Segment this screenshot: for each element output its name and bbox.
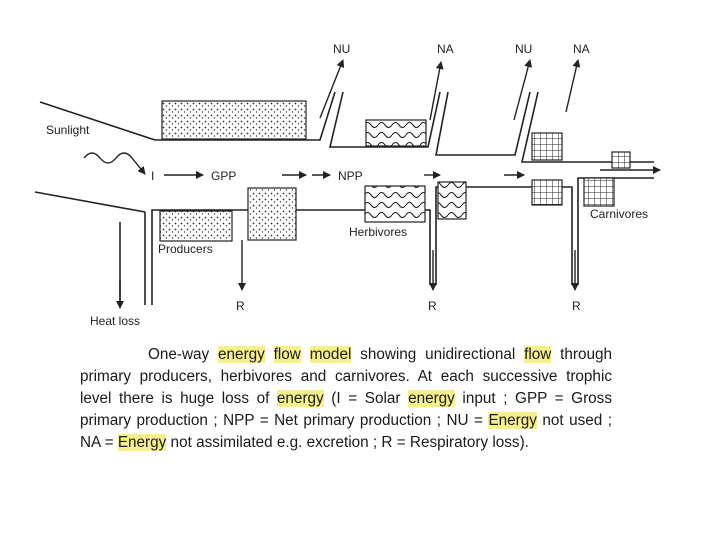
caption-highlight: flow (273, 346, 301, 363)
caption-text: through primary producers, herbivores an… (80, 346, 613, 407)
herbivores-label: Herbivores (349, 225, 407, 239)
caption-text: not assimilated e.g. excretion ; R = Res… (166, 434, 529, 451)
gpp-label: GPP (211, 169, 236, 183)
carnivores-box-end (611, 151, 631, 169)
heat-loss-label: Heat loss (90, 314, 140, 328)
na-label-1: NA (437, 42, 454, 56)
caption-highlight: model (309, 346, 352, 363)
herbivores-box-side (437, 181, 467, 220)
herbivores-box-top (365, 119, 427, 147)
nu-1-arrow (319, 59, 345, 119)
caption-text: showing unidirectional (351, 346, 525, 363)
carnivores-label: Carnivores (590, 207, 648, 221)
na-2-arrow (565, 59, 581, 113)
caption-highlight: Energy (117, 434, 167, 451)
producers-label: Producers (158, 242, 213, 256)
caption-highlight: Energy (488, 412, 537, 429)
caption-highlight: flow (524, 346, 552, 363)
caption-highlight: energy (408, 390, 455, 407)
flow-channel (34, 91, 654, 305)
caption-highlight: energy (218, 346, 265, 363)
producers-box-bottom (159, 210, 233, 242)
r-label-1: R (236, 299, 245, 313)
carnivores-box-bottom (531, 179, 563, 206)
producers-box-top (161, 100, 307, 140)
npp-label: NPP (338, 169, 363, 183)
nu-label-1: NU (333, 42, 350, 56)
caption-text (301, 346, 310, 363)
na-1-arrow (429, 61, 444, 121)
caption-text: not used ; NA = (80, 412, 613, 451)
sunlight-arrow (83, 152, 146, 175)
caption-text: One-way (148, 346, 219, 363)
figure-caption: One-way energy flow model showing unidir… (80, 344, 612, 454)
nu-label-2: NU (515, 42, 532, 56)
carnivores-box-top (531, 132, 563, 161)
caption-highlight: energy (276, 390, 324, 407)
carnivores-box-side (583, 177, 615, 207)
producers-box-side (247, 187, 297, 241)
na-label-2: NA (573, 42, 590, 56)
r-label-2: R (428, 299, 437, 313)
r-label-3: R (572, 299, 581, 313)
caption-text: input ; GPP = Gross primary production ;… (80, 390, 612, 429)
caption-text: (I = Solar (323, 390, 409, 407)
caption-text (265, 346, 274, 363)
sunlight-label: Sunlight (46, 123, 90, 137)
i-label: I (151, 169, 154, 183)
herbivores-box-bottom (364, 185, 426, 223)
nu-2-arrow (513, 59, 533, 121)
